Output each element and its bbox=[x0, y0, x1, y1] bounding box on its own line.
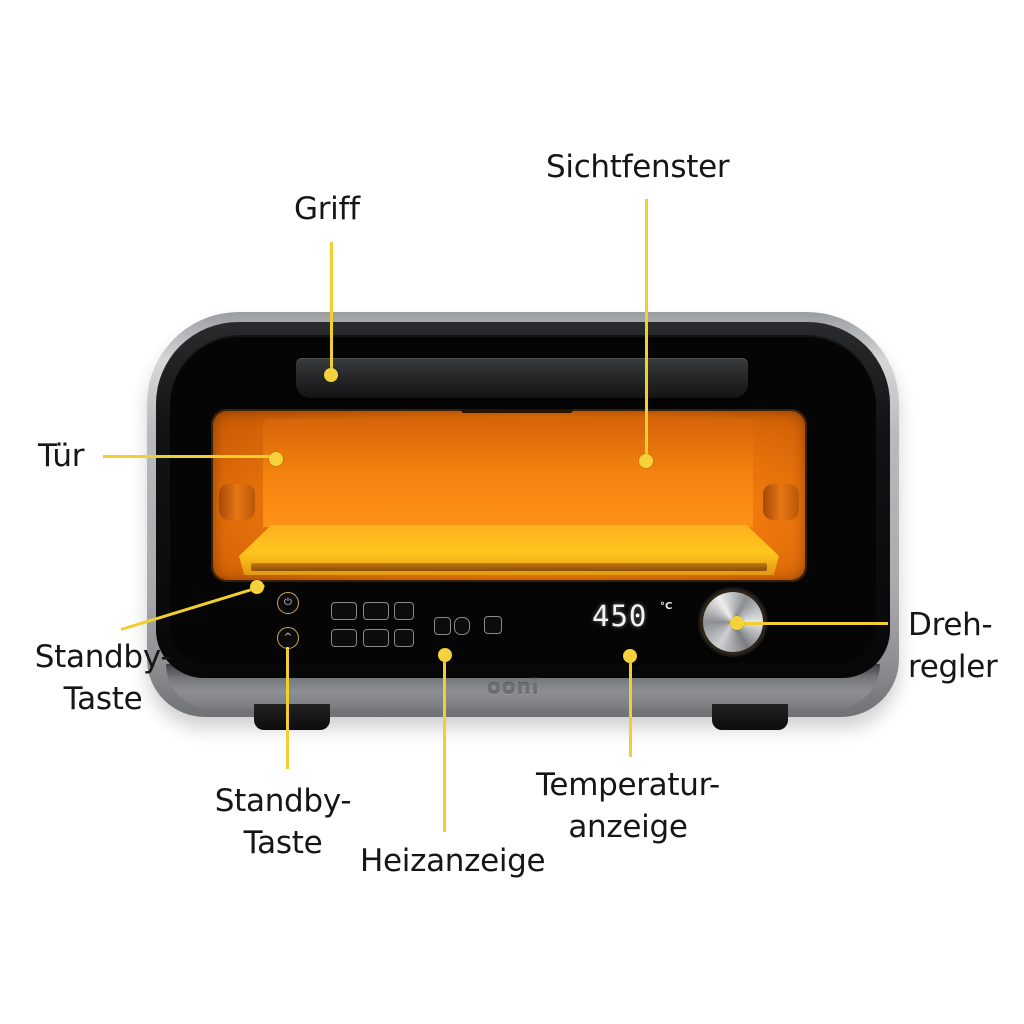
temperature-unit: °C bbox=[660, 601, 673, 612]
control-key-6[interactable] bbox=[394, 629, 414, 647]
side-rail-left bbox=[219, 484, 255, 520]
callout-dot-tuer bbox=[269, 452, 283, 466]
temperature-display: 450 bbox=[592, 599, 648, 633]
callout-line-sichtfenster bbox=[645, 199, 648, 461]
callout-dot-sichtfenster bbox=[639, 454, 653, 468]
callout-line-temperatur bbox=[629, 656, 632, 757]
callout-line-standby-bottom bbox=[286, 647, 289, 769]
label-temperatur-line2: anzeige bbox=[568, 809, 688, 845]
oven-foot-left bbox=[254, 704, 330, 730]
callout-line-heizanzeige bbox=[443, 655, 446, 832]
power-icon: ⏻ bbox=[284, 597, 292, 608]
power-button[interactable]: ⏻ bbox=[277, 592, 299, 614]
chevron-up-icon: ^ bbox=[283, 632, 293, 643]
baking-stone-edge bbox=[251, 563, 767, 571]
callout-dot-standby-left bbox=[250, 580, 264, 594]
label-standby-bottom: Standby- Taste bbox=[208, 780, 358, 864]
callout-line-tuer bbox=[103, 455, 276, 458]
mode-button[interactable]: ^ bbox=[277, 627, 299, 649]
callout-dot-temperatur bbox=[623, 649, 637, 663]
label-standby-left: Standby- Taste bbox=[28, 636, 178, 720]
label-standby-left-line1: Standby- bbox=[34, 639, 172, 675]
label-standby-bottom-line1: Standby- bbox=[214, 783, 352, 819]
control-key-2[interactable] bbox=[363, 602, 389, 620]
callout-line-griff bbox=[330, 242, 333, 375]
control-key-8[interactable] bbox=[454, 617, 470, 635]
label-griff: Griff bbox=[294, 191, 360, 227]
label-drehregler-line2: regler bbox=[908, 649, 998, 685]
door-handle[interactable] bbox=[296, 358, 748, 398]
control-key-1[interactable] bbox=[331, 602, 357, 620]
control-key-9[interactable] bbox=[484, 616, 502, 634]
label-temperaturanzeige: Temperatur- anzeige bbox=[522, 764, 734, 848]
label-drehregler: Dreh- regler bbox=[908, 604, 998, 688]
callout-dot-drehregler bbox=[730, 616, 744, 630]
label-drehregler-line1: Dreh- bbox=[908, 607, 993, 643]
label-heizanzeige: Heizanzeige bbox=[360, 843, 546, 879]
label-standby-left-line2: Taste bbox=[63, 681, 143, 717]
oven-foot-right bbox=[712, 704, 788, 730]
label-sichtfenster: Sichtfenster bbox=[546, 149, 730, 185]
callout-line-drehregler bbox=[738, 622, 888, 625]
brand-logo: ooni bbox=[487, 675, 540, 699]
label-temperatur-line1: Temperatur- bbox=[536, 767, 720, 803]
label-standby-bottom-line2: Taste bbox=[243, 825, 323, 861]
oven-cavity-back bbox=[263, 419, 753, 527]
callout-dot-griff bbox=[324, 368, 338, 382]
control-key-5[interactable] bbox=[363, 629, 389, 647]
callout-dot-heizanzeige bbox=[438, 648, 452, 662]
cavity-top-slot bbox=[461, 409, 573, 413]
side-rail-right bbox=[763, 484, 799, 520]
viewing-window bbox=[211, 409, 807, 582]
control-key-3[interactable] bbox=[394, 602, 414, 620]
label-tuer: Tür bbox=[38, 438, 85, 474]
control-key-7[interactable] bbox=[434, 617, 451, 635]
control-key-4[interactable] bbox=[331, 629, 357, 647]
